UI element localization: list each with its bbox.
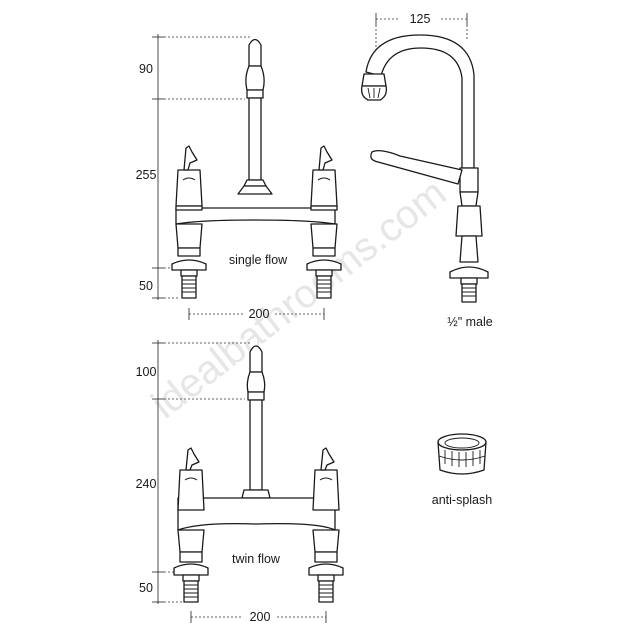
twin-flow-label: twin flow [232, 552, 281, 566]
single-flow-tail-height: 50 [139, 279, 153, 293]
anti-splash-label: anti-splash [432, 493, 492, 507]
twin-flow-spout-height: 100 [136, 365, 157, 379]
twin-flow-centres: 200 [250, 610, 271, 624]
single-flow-spout-height: 90 [139, 62, 153, 76]
twin-flow-body-height: 240 [136, 477, 157, 491]
side-view-thread-label: ½" male [447, 315, 492, 329]
single-flow-label: single flow [229, 253, 288, 267]
side-view-reach: 125 [410, 12, 431, 26]
anti-splash-accessory: anti-splash [432, 433, 492, 507]
single-flow-centres: 200 [249, 307, 270, 321]
single-flow-body-height: 255 [136, 168, 157, 182]
single-flow-front-view: 90 255 50 200 single flow [136, 34, 342, 321]
twin-flow-tail-height: 50 [139, 581, 153, 595]
twin-flow-front-view: 100 240 50 200 twin flow [136, 340, 344, 624]
side-view: 125 ½" male [360, 12, 493, 329]
